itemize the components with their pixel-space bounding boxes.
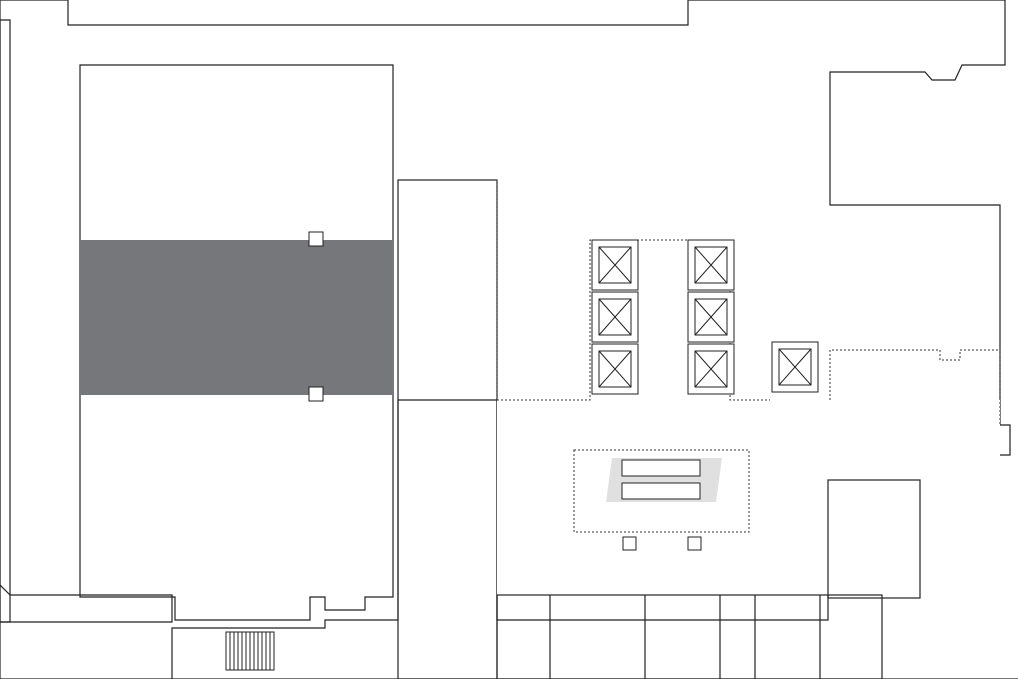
service-rooms (496, 594, 883, 679)
stair-icon (225, 631, 275, 671)
elevator-icon (687, 343, 735, 395)
column-icon (308, 231, 324, 247)
elevator-icon (591, 239, 639, 291)
corridor (397, 179, 498, 679)
elevator-icon (771, 341, 819, 393)
ballroom[interactable] (79, 64, 394, 621)
column-icon (687, 536, 702, 551)
column-icon (622, 536, 637, 551)
elevator-bank (591, 239, 819, 395)
escalator-icon (606, 458, 722, 502)
elevator-icon (591, 291, 639, 343)
elevator-icon (591, 343, 639, 395)
lower-left-corridor (0, 19, 173, 623)
highlighted-room[interactable] (80, 240, 393, 395)
elevator-icon (687, 239, 735, 291)
lobby (497, 400, 1000, 595)
room-east[interactable] (827, 479, 921, 599)
elevator-icon (687, 291, 735, 343)
column-icon (308, 386, 324, 402)
escalator-zone (573, 449, 750, 533)
